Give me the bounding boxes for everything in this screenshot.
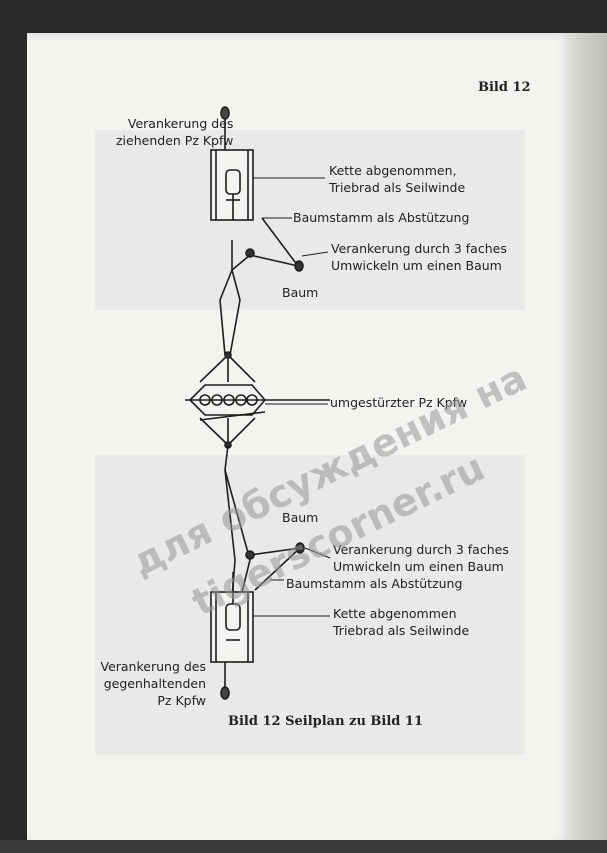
- scan-bottom-edge: [0, 840, 607, 853]
- bottom-track-line-1: Kette abgenommen: [333, 606, 457, 621]
- bottom-track-line-2: Triebrad als Seilwinde: [333, 623, 470, 638]
- leader-lines: [253, 177, 331, 617]
- top-support-label: Baumstamm als Abstützung: [293, 210, 470, 225]
- top-anchoring-line-1: Verankerung durch 3 faches: [331, 241, 507, 256]
- bottom-anchor-stake: [220, 662, 230, 700]
- top-track-line-1: Kette abgenommen,: [329, 163, 457, 178]
- overturned-tank: [185, 384, 330, 421]
- top-anchoring-line-2: Umwickeln um einen Baum: [331, 258, 502, 273]
- top-anchor-line-1: Verankerung des: [127, 116, 234, 131]
- figure-number-header: Bild 12: [478, 80, 531, 95]
- bottom-track-label: Kette abgenommen Triebrad als Seilwinde: [333, 605, 469, 639]
- top-track-line-2: Triebrad als Seilwinde: [329, 180, 466, 195]
- top-tree: [245, 217, 304, 272]
- bottom-tree: [245, 542, 305, 591]
- bottom-tree-label: Baum: [282, 510, 319, 525]
- top-tank-body: [210, 149, 254, 221]
- bottom-support-label: Baumstamm als Abstützung: [286, 576, 463, 591]
- bottom-anchor-line-3: Pz Kpfw: [157, 693, 206, 708]
- bottom-anchor-label: Verankerung des gegenhaltenden Pz Kpfw: [96, 658, 206, 709]
- top-anchor-line-2: ziehenden Pz Kpfw: [116, 133, 234, 148]
- bottom-tank-body: [210, 572, 254, 663]
- show-through-bottom: [95, 455, 525, 755]
- bottom-anchoring-line-2: Umwickeln um einen Baum: [333, 559, 504, 574]
- overturned-tank-label: umgestürzter Pz Kpfw: [330, 395, 468, 410]
- bottom-anchoring-label: Verankerung durch 3 faches Umwickeln um …: [333, 541, 509, 575]
- bottom-anchor-line-1: Verankerung des: [100, 659, 206, 674]
- top-anchor-label: Verankerung des ziehenden Pz Kpfw: [116, 115, 233, 149]
- top-ropes: [199, 240, 256, 383]
- book-page: [27, 33, 572, 845]
- top-anchor-stake: [220, 106, 230, 150]
- top-anchoring-label: Verankerung durch 3 faches Umwickeln um …: [331, 240, 507, 274]
- bottom-anchoring-line-1: Verankerung durch 3 faches: [333, 542, 509, 557]
- bottom-anchor-line-2: gegenhaltenden: [103, 676, 206, 691]
- top-track-label: Kette abgenommen, Triebrad als Seilwinde: [329, 162, 465, 196]
- next-page-edge: [572, 33, 607, 853]
- figure-caption: Bild 12 Seilplan zu Bild 11: [228, 714, 423, 729]
- top-tree-label: Baum: [282, 285, 319, 300]
- show-through-top: [95, 130, 525, 310]
